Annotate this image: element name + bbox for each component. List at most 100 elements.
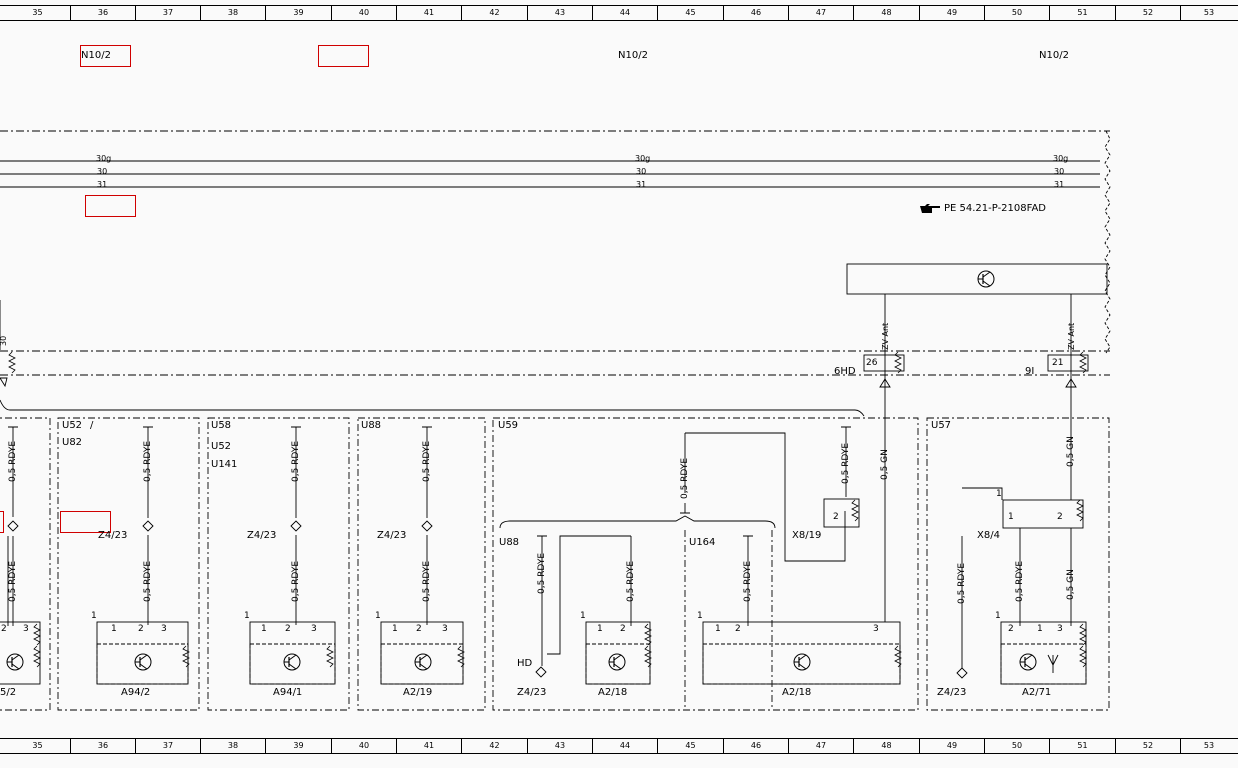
- signal-label-zv-ant: ZV Ant: [881, 322, 890, 350]
- component-label-a2-18[interactable]: A2/18: [598, 687, 628, 698]
- wire-label-gn: 0,5 GN: [1066, 436, 1076, 467]
- group-label-u57: U57: [931, 420, 952, 431]
- ruler-col-39: 39: [266, 739, 332, 753]
- component-label-x8-19[interactable]: X8/19: [792, 530, 822, 541]
- ruler-col-44: 44: [593, 739, 658, 753]
- ruler-col-42: 42: [462, 739, 528, 753]
- pin-number: 2: [1008, 624, 1014, 634]
- component-label-a2-71[interactable]: A2/71: [1022, 687, 1052, 698]
- pin-number: 2: [1057, 512, 1063, 522]
- bus-label-30: 30: [0, 335, 8, 346]
- component-label-n10-2[interactable]: N10/2: [1039, 50, 1069, 61]
- ruler-col-50: 50: [985, 739, 1050, 753]
- pin-number: 1: [715, 624, 721, 634]
- pin-number: 2: [285, 624, 291, 634]
- column-ruler-top: 35 36 37 38 39 40 41 42 43 44 45 46 47 4…: [0, 5, 1238, 21]
- ruler-col-48: 48: [854, 739, 920, 753]
- pin-number: 2: [620, 624, 626, 634]
- component-link-hotspot[interactable]: [85, 195, 136, 217]
- pin-number: 1: [392, 624, 398, 634]
- wire-label-rdye: 0,5 RDYE: [1015, 560, 1025, 602]
- control-unit-box: [846, 263, 1108, 295]
- component-label-n10-2[interactable]: N10/2: [618, 50, 648, 61]
- wire-label-rdye: 0,5 RDYE: [957, 562, 967, 604]
- component-label-a94-1[interactable]: A94/1: [273, 687, 303, 698]
- component-label-hd: HD: [517, 658, 533, 669]
- pin-number: 1: [91, 611, 97, 621]
- bus-label-30: 30: [636, 167, 647, 176]
- wire-label-rdye: 0,5 RDYE: [291, 440, 301, 482]
- document-reference-link[interactable]: PE 54.21-P-2108FAD: [919, 203, 1046, 214]
- ruler-col-46: 46: [724, 739, 789, 753]
- ruler-col-53: 53: [1203, 8, 1215, 17]
- ruler-col-45: 45: [658, 739, 724, 753]
- component-link-hotspot[interactable]: [60, 511, 111, 533]
- pin-number: 1: [697, 611, 703, 621]
- component-label-n10-2[interactable]: N10/2: [81, 50, 111, 61]
- ruler-col-51: 51: [1050, 6, 1116, 20]
- pin-number: 3: [1057, 624, 1063, 634]
- group-label-u59: U59: [498, 420, 519, 431]
- pin-number: 2: [1, 624, 7, 634]
- group-label-u82: U82: [62, 437, 83, 448]
- component-label-z4-23[interactable]: Z4/23: [937, 687, 967, 698]
- ruler-col-35: 35: [5, 739, 71, 753]
- component-link-hotspot[interactable]: [318, 45, 369, 67]
- reference-text: PE 54.21-P-2108FAD: [944, 203, 1047, 214]
- pin-number: 2: [833, 512, 839, 522]
- bus-label-30g: 30g: [1053, 154, 1069, 163]
- bus-label-31: 31: [97, 180, 108, 189]
- component-link-hotspot[interactable]: [80, 45, 131, 67]
- ruler-col-36: 36: [71, 739, 136, 753]
- wire-label-rdye: 0,5 RDYE: [743, 560, 753, 602]
- pin-number: 3: [311, 624, 317, 634]
- component-label-z4-23[interactable]: Z4/23: [377, 530, 407, 541]
- wire-label-rdye: 0,5 RDYE: [8, 440, 18, 482]
- bus-label-30g: 30g: [96, 154, 112, 163]
- wire-label-rdye: 0,5 RDYE: [8, 560, 18, 602]
- right-break-line: [1104, 130, 1111, 354]
- component-label-z4-23[interactable]: Z4/23: [98, 530, 128, 541]
- ruler-col-52: 52: [1116, 6, 1181, 20]
- group-label-u52: U52: [211, 441, 232, 452]
- signal-label-zv-ant: ZV Ant: [1067, 322, 1076, 350]
- connector-9i: 9I: [1025, 366, 1035, 377]
- ruler-col-47: 47: [789, 6, 854, 20]
- pin-number: 1: [580, 611, 586, 621]
- group-label-u58: U58: [211, 420, 232, 431]
- ruler-col-49: 49: [920, 6, 985, 20]
- pin-number: 1: [996, 489, 1002, 499]
- pin-number: 3: [23, 624, 29, 634]
- ruler-col-48: 48: [854, 6, 920, 20]
- ruler-col-37: 37: [136, 6, 201, 20]
- component-label-partial[interactable]: 5/2: [0, 687, 17, 698]
- component-label-x8-4[interactable]: X8/4: [977, 530, 1000, 541]
- wire-label-gn: 0,5 GN: [880, 449, 890, 480]
- ruler-col-41: 41: [397, 6, 462, 20]
- pointing-hand-icon: [920, 204, 940, 213]
- column-ruler-bottom: 35 36 37 38 39 40 41 42 43 44 45 46 47 4…: [0, 738, 1238, 754]
- component-label-a2-19[interactable]: A2/19: [403, 687, 433, 698]
- component-label-a94-2[interactable]: A94/2: [121, 687, 151, 698]
- bus-label-30: 30: [97, 167, 108, 176]
- component-label-z4-23[interactable]: Z4/23: [247, 530, 277, 541]
- ruler-col-39: 39: [266, 6, 332, 20]
- component-label-a2-18[interactable]: A2/18: [782, 687, 812, 698]
- component-label-z4-23[interactable]: Z4/23: [517, 687, 547, 698]
- group-label-u164: U164: [689, 537, 716, 548]
- wire-label-rdye: 0,5 RDYE: [422, 560, 432, 602]
- ruler-col-47: 47: [789, 739, 854, 753]
- ruler-col-50: 50: [985, 6, 1050, 20]
- bus-label-30g: 30g: [635, 154, 651, 163]
- ruler-col-43: 43: [528, 6, 593, 20]
- wire-label-rdye: 0,5 RDYE: [841, 442, 851, 484]
- group-label-u88: U88: [361, 420, 382, 431]
- pin-21: 21: [1052, 358, 1064, 368]
- component-link-hotspot[interactable]: [0, 511, 4, 533]
- pin-number: 3: [161, 624, 167, 634]
- ruler-col-51: 51: [1050, 739, 1116, 753]
- ruler-col-46: 46: [724, 6, 789, 20]
- ruler-col-35: 35: [5, 6, 71, 20]
- pin-number: 1: [1008, 512, 1014, 522]
